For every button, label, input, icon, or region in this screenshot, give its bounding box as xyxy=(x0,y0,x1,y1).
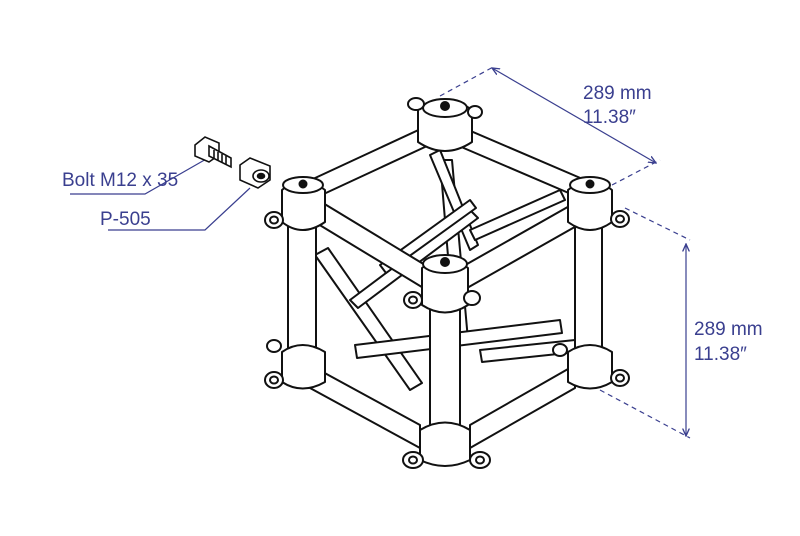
node-top-front xyxy=(403,254,481,314)
node-top-left xyxy=(264,176,326,231)
height-extension-line-top xyxy=(624,207,691,241)
width-dimension-mm: 289 mm xyxy=(583,83,652,104)
height-dimension-in: 11.38″ xyxy=(694,344,747,365)
node-bottom-front xyxy=(402,421,491,469)
node-bottom-left xyxy=(264,339,326,390)
height-dimension-mm: 289 mm xyxy=(694,319,763,340)
width-extension-line-right xyxy=(611,159,661,186)
node-bottom-right xyxy=(552,343,630,390)
node-top-right xyxy=(567,176,630,231)
height-extension-line-bottom xyxy=(599,389,691,439)
truss-right-post xyxy=(574,214,603,351)
truss-left-post xyxy=(287,214,317,351)
width-dimension-in: 11.38″ xyxy=(583,107,636,128)
width-dimension-arrow xyxy=(492,68,656,163)
truss-bottom-members xyxy=(309,364,576,449)
p505-coupler-icon xyxy=(239,157,271,189)
bolt-leader-line xyxy=(70,157,209,195)
part-leader-line xyxy=(108,187,251,231)
truss-front-post xyxy=(429,304,461,431)
bolt-label: Bolt M12 x 35 xyxy=(62,170,179,191)
truss-cube xyxy=(264,97,630,469)
part-label: P-505 xyxy=(100,209,151,230)
bolt-icon xyxy=(194,136,232,169)
width-extension-line-left xyxy=(439,65,496,97)
dimension-lines xyxy=(70,65,691,439)
